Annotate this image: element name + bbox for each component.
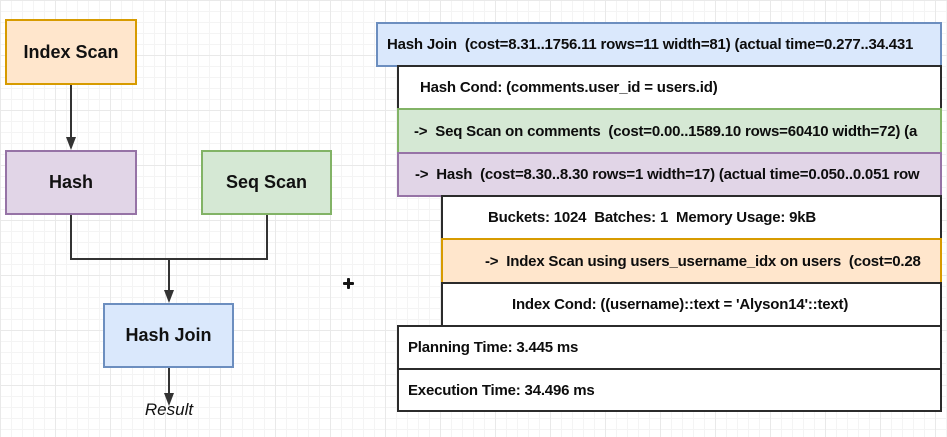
plan-row-index-scan-text: -> Index Scan using users_username_idx o… [485, 252, 921, 270]
plan-row-seq-scan-text: -> Seq Scan on comments (cost=0.00..1589… [414, 122, 918, 140]
plus-cursor-icon [343, 278, 354, 289]
plan-row-buckets[interactable]: Buckets: 1024 Batches: 1 Memory Usage: 9… [441, 195, 942, 240]
plan-row-index-scan[interactable]: -> Index Scan using users_username_idx o… [441, 238, 942, 284]
plan-row-hash-text: -> Hash (cost=8.30..8.30 rows=1 width=17… [415, 166, 920, 183]
plan-row-hash-join[interactable]: Hash Join (cost=8.31..1756.11 rows=11 wi… [376, 22, 942, 67]
plan-row-hash[interactable]: -> Hash (cost=8.30..8.30 rows=1 width=17… [397, 152, 942, 197]
result-label: Result [144, 400, 194, 419]
plan-row-execution-time-text: Execution Time: 34.496 ms [408, 381, 595, 399]
node-hash[interactable]: Hash [5, 150, 137, 215]
plan-row-buckets-text: Buckets: 1024 Batches: 1 Memory Usage: 9… [488, 209, 817, 226]
plan-row-hash-join-text: Hash Join (cost=8.31..1756.11 rows=11 wi… [387, 36, 914, 53]
node-index-scan-label: Index Scan [23, 41, 119, 62]
node-seq-scan[interactable]: Seq Scan [201, 150, 332, 215]
plan-row-seq-scan[interactable]: -> Seq Scan on comments (cost=0.00..1589… [397, 108, 942, 154]
node-hash-join-label: Hash Join [125, 325, 212, 345]
plan-row-hash-cond[interactable]: Hash Cond: (comments.user_id = users.id) [397, 65, 942, 110]
plan-row-index-cond-text: Index Cond: ((username)::text = 'Alyson1… [512, 296, 849, 313]
node-index-scan[interactable]: Index Scan [5, 19, 137, 85]
plan-row-index-cond[interactable]: Index Cond: ((username)::text = 'Alyson1… [441, 282, 942, 327]
node-hash-label: Hash [48, 172, 93, 192]
plan-row-planning-time[interactable]: Planning Time: 3.445 ms [397, 325, 942, 370]
plan-row-planning-time-text: Planning Time: 3.445 ms [408, 339, 579, 356]
node-seq-scan-label: Seq Scan [225, 172, 308, 192]
plan-row-hash-cond-text: Hash Cond: (comments.user_id = users.id) [420, 79, 718, 96]
flowchart-connectors-icon [66, 85, 268, 406]
plan-row-execution-time[interactable]: Execution Time: 34.496 ms [397, 368, 942, 412]
node-hash-join[interactable]: Hash Join [103, 303, 234, 368]
